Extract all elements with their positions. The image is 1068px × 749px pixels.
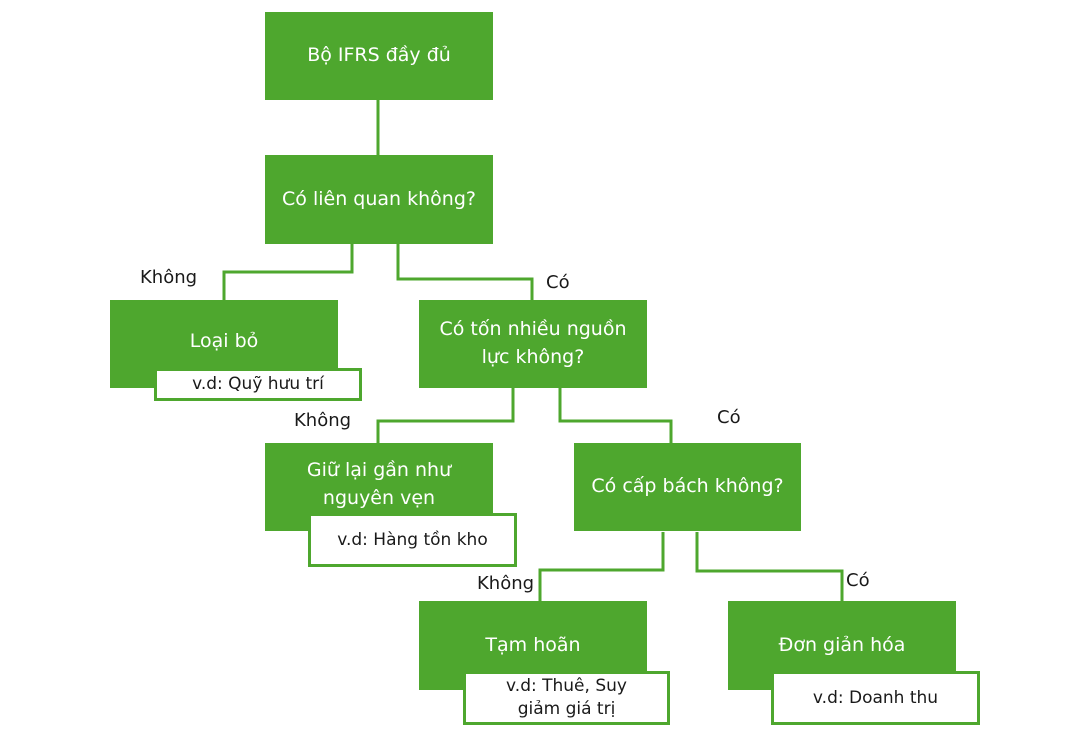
- example-defer: v.d: Thuê, Suy giảm giá trị: [463, 671, 670, 725]
- connector-relevant-resources: [396, 244, 534, 300]
- branch-label-yes-urgent: Có: [846, 570, 870, 591]
- node-root: Bộ IFRS đầy đủ: [265, 12, 493, 100]
- connector-urgent-simplify: [695, 532, 844, 601]
- example-remove: v.d: Quỹ hưu trí: [154, 368, 362, 401]
- connector-resources-keep: [376, 388, 515, 443]
- connector-relevant-remove: [222, 244, 354, 300]
- branch-label-yes-resources: Có: [717, 407, 741, 428]
- example-keep: v.d: Hàng tồn kho: [308, 513, 517, 567]
- node-relevant-question: Có liên quan không?: [265, 155, 493, 244]
- node-resources-question: Có tốn nhiều nguồn lực không?: [419, 300, 647, 388]
- branch-label-yes-relevant: Có: [546, 272, 570, 293]
- branch-label-no-resources: Không: [294, 410, 352, 431]
- connector-resources-urgent: [558, 388, 673, 443]
- example-simplify: v.d: Doanh thu: [771, 671, 980, 725]
- connector-urgent-defer: [538, 532, 665, 601]
- branch-label-no-urgent: Không: [477, 573, 535, 594]
- node-urgent-question: Có cấp bách không?: [574, 443, 801, 531]
- branch-label-no-relevant: Không: [140, 267, 198, 288]
